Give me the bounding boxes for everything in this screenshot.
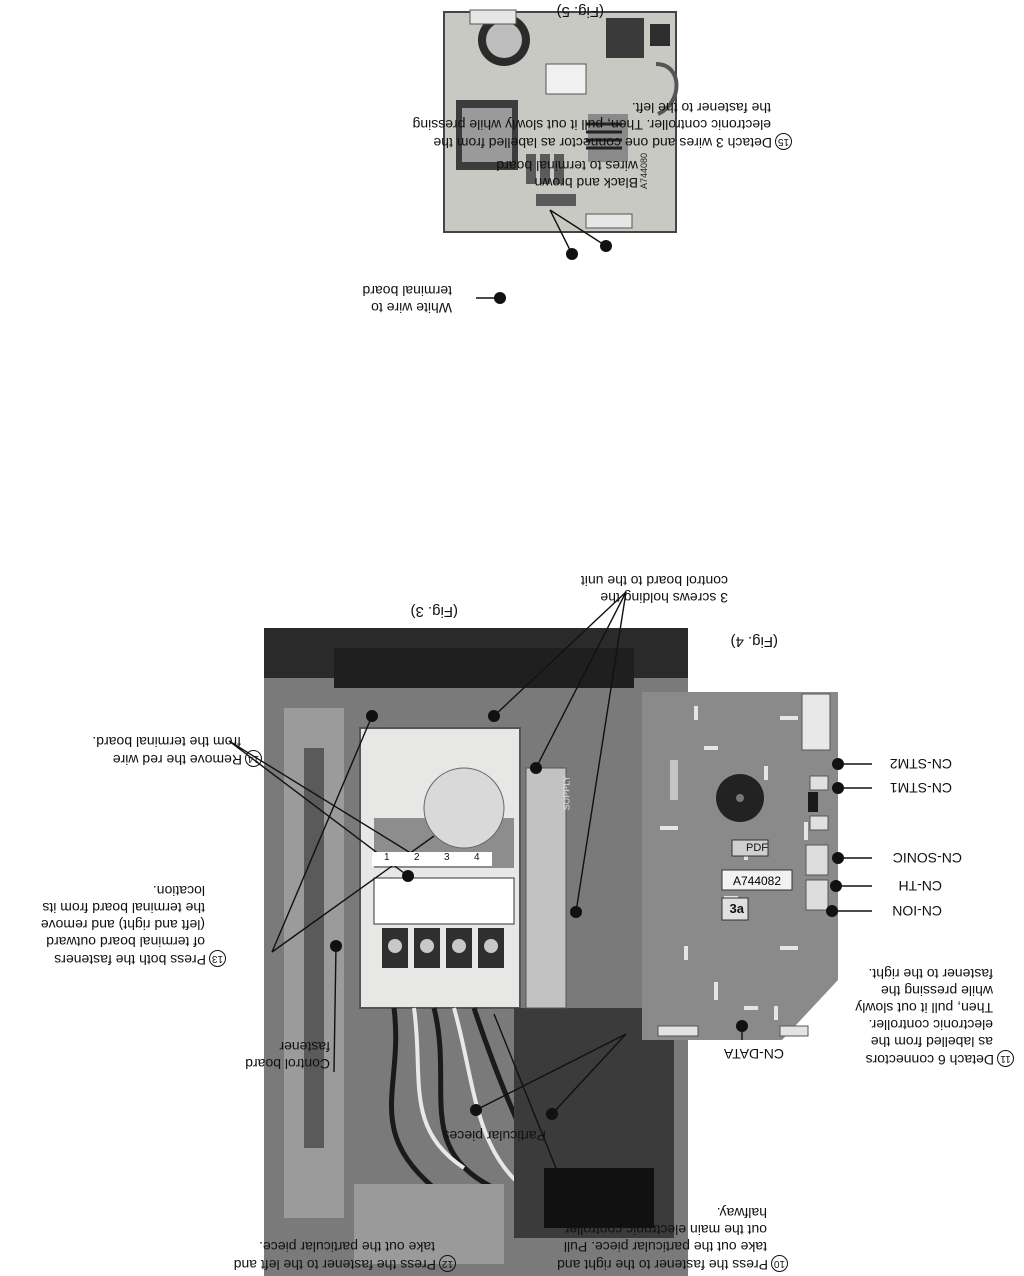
fig5-step-15: 15Detach 3 wires and one connector as la… <box>413 99 792 151</box>
fig4-main-pcb: A744082 PDF 3a <box>642 692 838 1040</box>
terminal-2: 2 <box>414 852 420 863</box>
fig3-terminal-numbers: 1 2 3 4 <box>372 852 492 866</box>
fig3-supply-label: SUPPLY <box>561 775 572 811</box>
terminal-4: 4 <box>474 852 480 863</box>
fig3-label-control-board-fastener: Control board fastener <box>245 1039 330 1072</box>
fig5-board-mark: A744080 <box>638 152 649 190</box>
fig5-caption: (Fig. 5) <box>556 3 604 20</box>
fig4-connector-cn-th: CN-TH <box>898 878 942 894</box>
terminal-3: 3 <box>444 852 450 863</box>
pcb-mark-3a: 3a <box>729 901 744 916</box>
fig4-connector-cn-stm2: CN-STM2 <box>889 756 952 772</box>
fig3-step-14: 14Remove the red wire from the terminal … <box>92 733 262 768</box>
fig3-step-13: 13Press both the fasteners of terminal b… <box>41 882 226 968</box>
fig3-label-three-screws: 3 screws holding the control board to th… <box>580 573 728 606</box>
fig5-label-white-wire: White wire to terminal board <box>362 283 453 316</box>
pcb-mark-a744082: A744082 <box>733 874 781 888</box>
fig4-connector-cn-data: CN-DATA <box>723 1046 784 1062</box>
terminal-1: 1 <box>384 852 390 863</box>
fig3-caption: (Fig. 3) <box>410 603 458 620</box>
fig3-label-particular-pieces: Particular pieces <box>442 1128 547 1144</box>
fig4-connector-cn-ion: CN-ION <box>892 903 942 919</box>
fig5-power-board-photo <box>436 4 686 236</box>
fig4-step-11: 11Detach 6 connectors as labelled from t… <box>855 965 1014 1068</box>
fig4-connector-cn-sonic: CN-SONIC <box>892 850 962 866</box>
fig4-caption: (Fig. 4) <box>730 633 778 650</box>
fig3-step-10: 10Press the fastener to the right and ta… <box>557 1204 788 1273</box>
pcb-mark-pdf: PDF <box>746 842 768 854</box>
fig5-label-black-brown-wires: Black and brown wires to terminal board <box>496 158 638 191</box>
fig3-step-12: 12Press the fastener to the left and tak… <box>234 1238 456 1273</box>
fig4-connector-cn-stm1: CN-STM1 <box>889 780 952 796</box>
fig3-control-box-photo <box>264 628 688 1276</box>
